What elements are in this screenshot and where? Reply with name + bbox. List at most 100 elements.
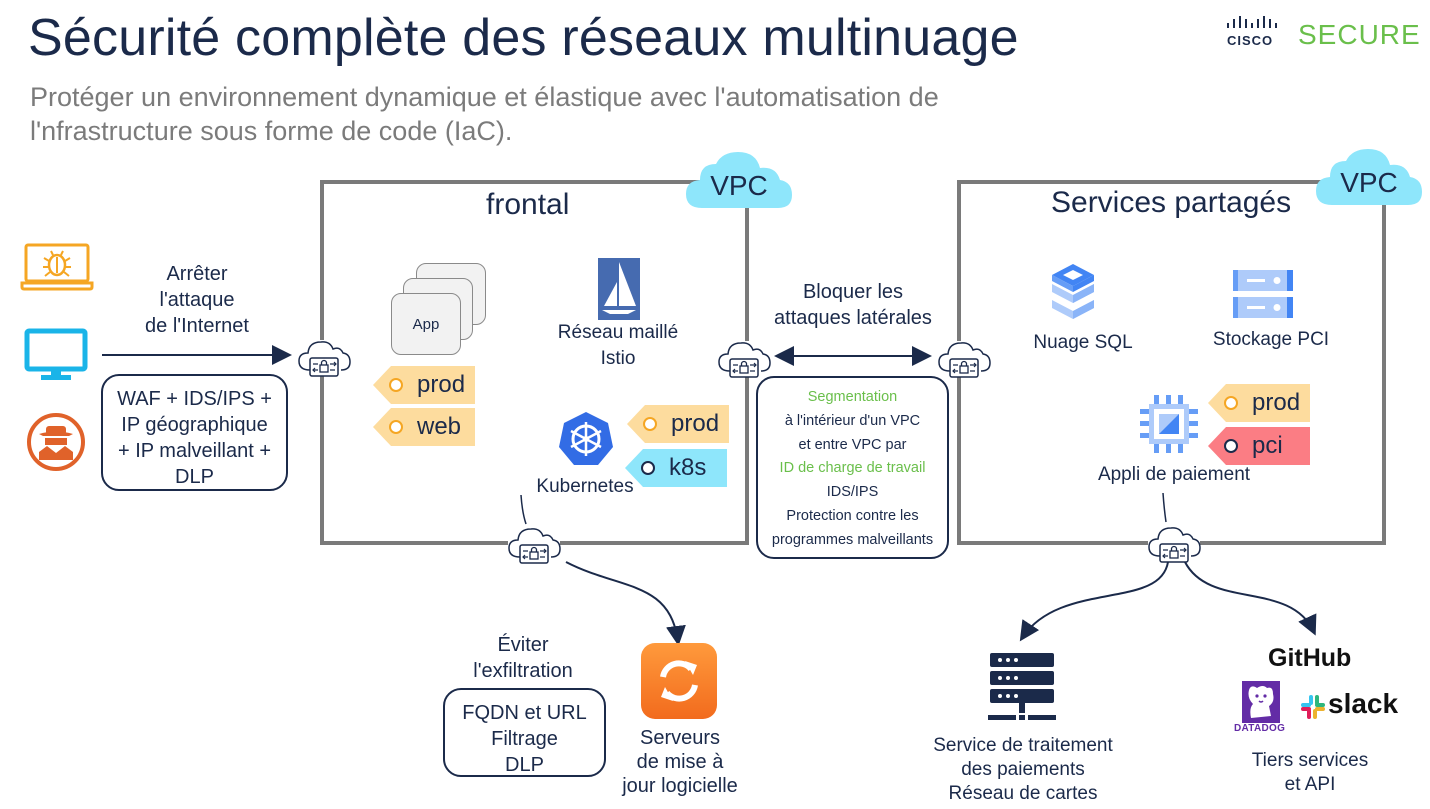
shared-services-title: Services partagés	[1051, 186, 1292, 219]
tag-dot-icon	[389, 420, 403, 434]
datadog-dog-icon	[1242, 681, 1280, 723]
tag-dot-icon	[641, 461, 655, 475]
cloud-sql-label: Nuage SQL	[1033, 332, 1133, 353]
egress-box-line: Filtrage	[491, 728, 558, 750]
payment-service-line-1: Service de traitement	[933, 735, 1113, 756]
update-label-line-2: de mise à	[636, 751, 724, 773]
internet-label-line-3: de l'Internet	[145, 315, 249, 337]
lateral-label-line-2: attaques latérales	[774, 307, 932, 329]
lateral-label: Bloquer les attaques latérales	[768, 279, 938, 331]
frontal-title: frontal	[486, 188, 570, 221]
payment-service-line-2: des paiements	[961, 759, 1085, 780]
cloud-firewall-icon	[938, 341, 991, 378]
tag-dot-icon	[389, 378, 403, 392]
payment-app-label: Appli de paiement	[1097, 464, 1251, 485]
lateral-box-line-accent: ID de charge de travail	[779, 460, 926, 477]
tag-dot-icon	[1224, 396, 1238, 410]
tag-prod: prod	[373, 366, 475, 404]
pci-storage-icon	[1233, 270, 1293, 318]
gateway-shared-egress[interactable]	[1146, 522, 1202, 571]
internet-label-line-2: l'attaque	[159, 289, 235, 311]
cloud-sql-icon	[1052, 264, 1094, 319]
istio-icon	[598, 258, 640, 320]
slack-wordmark: slack	[1328, 688, 1399, 719]
cloud-firewall-icon	[718, 341, 771, 378]
tag-prod: prod	[1208, 384, 1310, 422]
cloud-firewall-icon	[1148, 526, 1201, 563]
lateral-label-line-1: Bloquer les	[802, 281, 904, 303]
datadog-wordmark: DATADOG	[1234, 723, 1286, 734]
github-logo: GitHub	[1268, 644, 1352, 672]
third-party-line-2: et API	[1284, 774, 1336, 795]
internet-box-line: IP géographique	[121, 414, 268, 436]
lateral-box-line: IDS/IPS	[826, 484, 879, 501]
egress-arrow	[565, 561, 686, 646]
kubernetes-icon	[559, 412, 613, 465]
k8s-gateway-link	[520, 494, 527, 525]
tag-label: prod	[671, 410, 720, 437]
third-party-label: Tiers services et API	[1230, 749, 1390, 797]
tag-label: prod	[417, 371, 466, 398]
cisco-wordmark: CISCO	[1227, 33, 1274, 48]
vpc-cloud-icon	[686, 152, 792, 208]
cisco-secure-logo: CISCO SECURE	[1225, 16, 1420, 56]
third-party-arrow	[1184, 561, 1317, 636]
vpc-cloud-icon	[1316, 149, 1422, 205]
update-label-line-3: jour logicielle	[622, 775, 738, 797]
tag-k8s: k8s	[625, 449, 727, 487]
tag-label: k8s	[669, 454, 707, 481]
lateral-box-line: à l'intérieur d'un VPC	[784, 412, 921, 429]
egress-label-line-2: l'exfiltration	[473, 660, 573, 682]
egress-label: Éviter l'exfiltration	[458, 632, 588, 684]
tag-label: pci	[1252, 432, 1283, 459]
pci-storage-label: Stockage PCI	[1212, 329, 1330, 350]
compute-chip-icon	[1140, 395, 1198, 453]
subtitle-line-1: Protéger un environnement dynamique et é…	[30, 82, 939, 112]
istio-label-line-2: Istio	[600, 348, 636, 369]
egress-box-line: FQDN et URL	[462, 702, 587, 724]
shared-vpc-cloud: VPC	[1314, 145, 1424, 209]
tag-dot-icon	[643, 417, 657, 431]
shared-vpc-label: VPC	[1340, 167, 1398, 198]
internet-box-line: DLP	[175, 466, 214, 488]
payment-service-arrow	[1019, 561, 1169, 642]
page-subtitle: Protéger un environnement dynamique et é…	[30, 80, 1090, 148]
server-rack-icon	[988, 653, 1056, 720]
software-update-icon	[641, 643, 717, 719]
gateway-internet[interactable]	[296, 336, 352, 385]
payment-service-label: Service de traitement des paiements Rése…	[920, 734, 1126, 806]
egress-label-line-1: Éviter	[497, 634, 549, 656]
monitor-icon	[24, 328, 88, 380]
page-title: Sécurité complète des réseaux multinuage	[28, 9, 1019, 67]
gateway-shared-west[interactable]	[936, 337, 992, 386]
internet-label: Arrêter l'attaque de l'Internet	[122, 261, 272, 339]
bug-laptop-icon	[20, 243, 94, 291]
lateral-box-line: Protection contre les	[786, 507, 919, 524]
gateway-frontal-east[interactable]	[716, 337, 772, 386]
lateral-protection-box: Segmentation à l'intérieur d'un VPC et e…	[756, 376, 949, 559]
kubernetes-label: Kubernetes	[536, 476, 634, 497]
cloud-firewall-icon	[508, 527, 561, 564]
third-party-line-1: Tiers services	[1251, 750, 1369, 771]
internet-box-line: + IP malveillant +	[117, 440, 272, 462]
slack-icon	[1301, 695, 1325, 719]
lateral-box-line: et entre VPC par	[798, 436, 907, 453]
internet-label-line-1: Arrêter	[166, 263, 228, 285]
internet-box-line: WAF + IDS/IPS +	[117, 388, 272, 410]
egress-box-line: DLP	[505, 754, 544, 776]
secure-wordmark: SECURE	[1298, 19, 1421, 50]
tag-web: web	[373, 408, 475, 446]
lateral-box-line: programmes malveillants	[771, 531, 934, 548]
gateway-frontal-egress[interactable]	[506, 523, 562, 572]
tag-label: prod	[1252, 389, 1301, 416]
app-card: App	[391, 293, 461, 355]
lateral-box-line-accent: Segmentation	[807, 389, 898, 405]
internet-protection-box: WAF + IDS/IPS + IP géographique + IP mal…	[101, 374, 288, 491]
egress-protection-box: FQDN et URL Filtrage DLP	[443, 688, 606, 777]
update-servers-label: Serveurs de mise à jour logicielle	[605, 726, 755, 798]
tag-label: web	[417, 413, 462, 440]
shared-services-vpc-box	[957, 180, 1386, 545]
frontal-vpc-cloud: VPC	[684, 148, 794, 212]
subtitle-line-2: l'nfrastructure sous forme de code (IaC)…	[30, 116, 513, 146]
